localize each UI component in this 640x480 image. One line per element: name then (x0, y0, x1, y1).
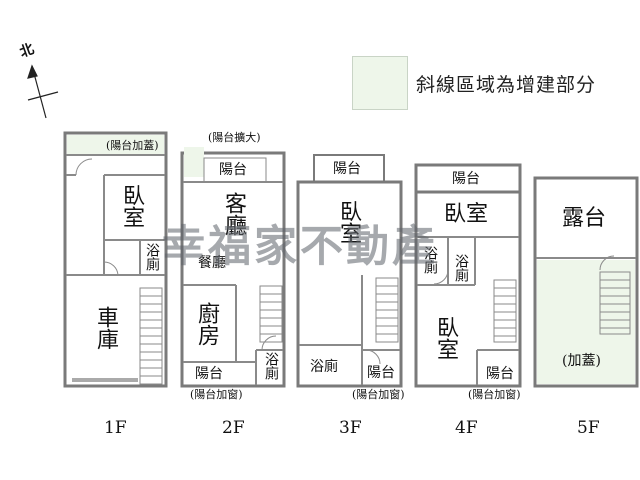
floor-2f-addition-area (184, 147, 204, 177)
floor-1f-stairs (139, 287, 163, 385)
floor-3f-walls (296, 180, 403, 388)
f4-bedroom-bottom-label: 臥室 (433, 316, 458, 360)
f1-bathroom-label: 浴廁 (144, 243, 160, 271)
floor-2f-walls (180, 151, 286, 388)
f3-bathroom-label: 浴廁 (310, 359, 338, 375)
f2-living-label: 客廳 (221, 192, 246, 236)
f3-balcony-top-label: 陽台 (333, 161, 361, 177)
f2-window-note: (陽台加窗) (190, 388, 243, 401)
legend-text: 斜線區域為增建部分 (416, 74, 597, 96)
f4-window-note: (陽台加窗) (468, 388, 521, 401)
floor-5f-stairs (599, 271, 631, 335)
f3-bedroom-label: 臥室 (336, 200, 361, 244)
f3-balcony-bottom-label: 陽台 (367, 365, 395, 381)
floor-5f-addition-area (537, 260, 635, 384)
floor-3f-inner-walls (299, 154, 400, 385)
floor-1f-addition-area (67, 135, 164, 155)
floor-1f-inner-walls (66, 154, 165, 276)
f4-balcony-bottom-label: 陽台 (486, 366, 514, 382)
f5-terrace-label: 露台 (562, 206, 607, 231)
f2-balcony-top-label: 陽台 (219, 162, 247, 178)
floor-3f-stairs (375, 277, 399, 343)
f2-balcony-bottom-label: 陽台 (195, 366, 223, 382)
f4-bath-left-label: 浴廁 (422, 246, 438, 274)
f4-bedroom-top-label: 臥室 (444, 202, 489, 227)
north-arrow (27, 64, 59, 119)
floor-4f-inner-walls (417, 236, 519, 385)
f4-bath-right-label: 浴廁 (453, 254, 469, 282)
f2-balcony-expand-label: (陽台擴大) (208, 131, 261, 144)
floor-label-4f: 4F (455, 418, 478, 438)
floor-label-5f: 5F (577, 418, 600, 438)
floor-4f-stairs (493, 279, 517, 343)
f2-dining-label: 餐廳 (198, 255, 226, 271)
watermark: 幸福家不動產 (162, 222, 438, 272)
floor-label-2f: 2F (222, 418, 245, 438)
f2-bathroom-label: 浴廁 (263, 352, 279, 380)
f1-garage-label: 車庫 (93, 306, 118, 350)
floor-2f-inner-walls (183, 157, 283, 385)
f1-balcony-label: (陽台加蓋) (106, 139, 159, 152)
floor-4f-walls (414, 163, 522, 388)
floor-2f-stairs (259, 285, 283, 343)
f4-balcony-top-label: 陽台 (452, 171, 480, 187)
f2-kitchen-label: 廚房 (194, 302, 219, 346)
f1-bedroom-label: 臥室 (119, 184, 144, 228)
f3-window-note: (陽台加窗) (352, 388, 405, 401)
floor-5f-inner-walls (536, 255, 636, 271)
f5-addition-note: (加蓋) (562, 353, 601, 369)
legend-swatch (352, 56, 408, 110)
floor-label-1f: 1F (104, 418, 127, 438)
floor-label-3f: 3F (339, 418, 362, 438)
